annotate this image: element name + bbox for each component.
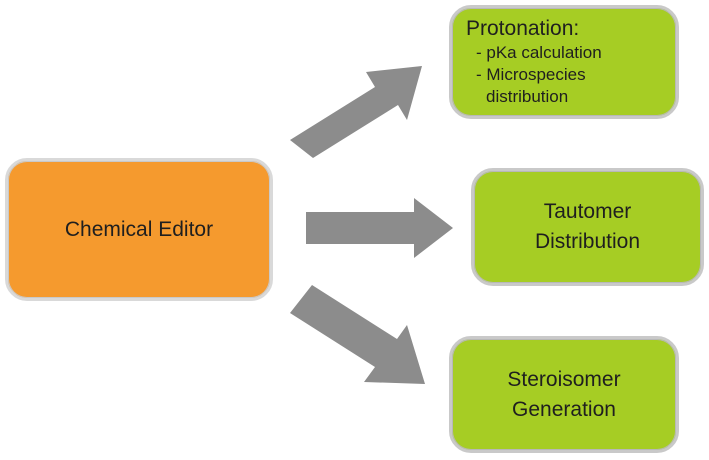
protonation-title: Protonation: <box>466 17 580 40</box>
stereoisomer-box: Steroisomer Generation <box>449 336 679 453</box>
arrow-to-tautomer <box>306 198 453 258</box>
protonation-item-microspecies: - Microspecies <box>476 65 586 84</box>
chemical-editor-box: Chemical Editor <box>5 158 273 301</box>
arrow-to-stereoisomer <box>290 285 425 384</box>
chemical-editor-label: Chemical Editor <box>64 217 214 241</box>
tautomer-box: Tautomer Distribution <box>471 168 704 286</box>
protonation-item-distribution: distribution <box>486 87 569 106</box>
arrow-to-protonation <box>290 66 422 158</box>
stereoisomer-label-line1: Steroisomer <box>507 367 621 391</box>
protonation-box: Protonation: - pKa calculation - Microsp… <box>449 5 679 119</box>
tautomer-label-line2: Distribution <box>534 230 641 253</box>
protonation-item-pka: - pKa calculation <box>476 43 602 62</box>
stereoisomer-label-line2: Generation <box>512 397 616 421</box>
tautomer-label-line1: Tautomer <box>543 200 632 223</box>
